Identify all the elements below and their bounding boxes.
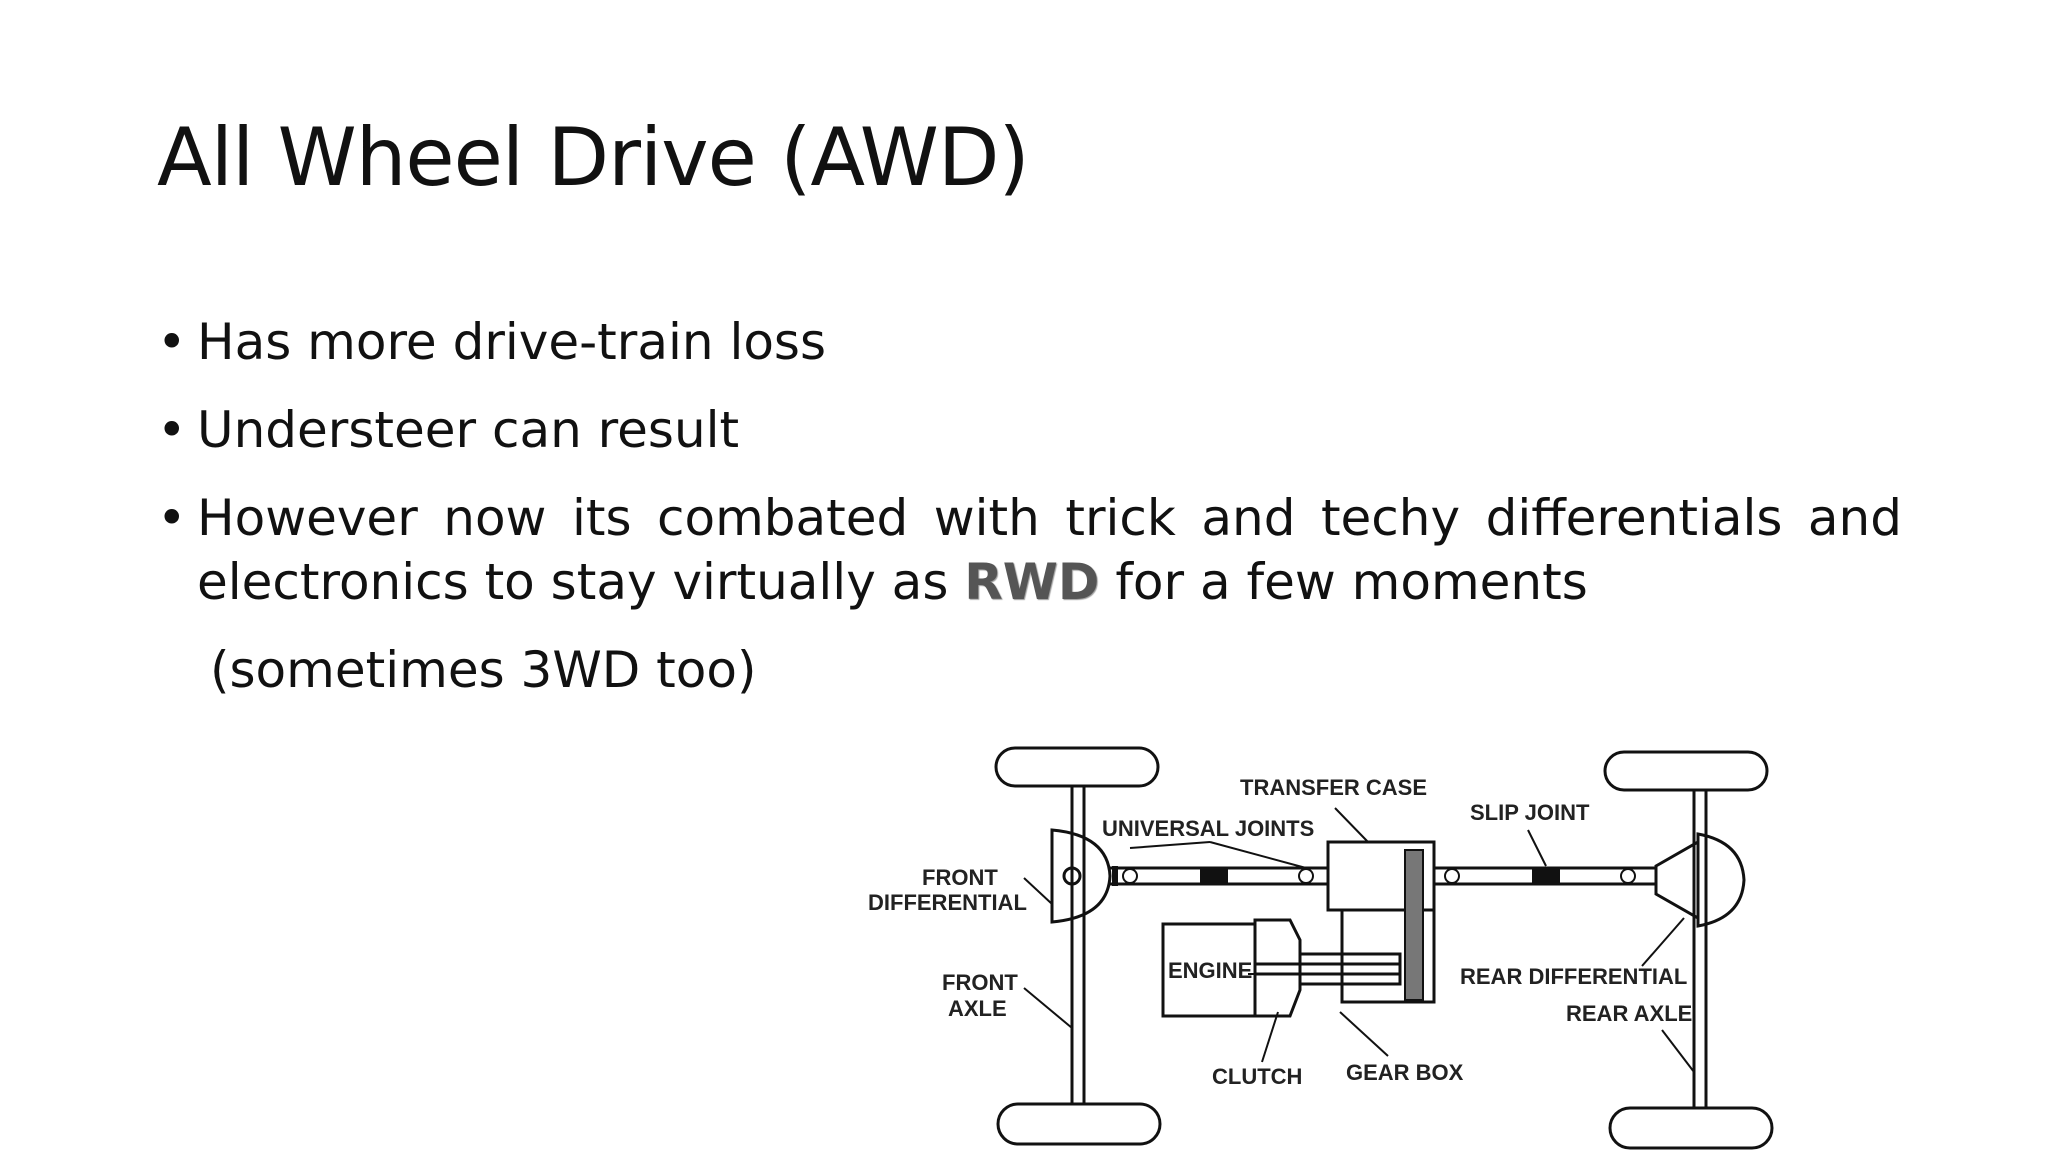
gearbox	[1298, 952, 1402, 986]
label-universal-joints: UNIVERSAL JOINTS	[1102, 816, 1314, 841]
label-rear-axle: REAR AXLE	[1566, 1001, 1692, 1026]
bullet-dot: •	[157, 401, 187, 459]
bullet-text-end: for a few moments	[1099, 553, 1588, 611]
label-gear-box: GEAR BOX	[1346, 1060, 1464, 1085]
leader-line	[1023, 987, 1073, 1029]
rear-differential-housing	[1654, 839, 1700, 921]
bullet-dot: •	[157, 313, 187, 371]
transfer-case-lower	[1340, 908, 1436, 1004]
rear-left-wheel	[1603, 750, 1769, 792]
front-joint-block	[1112, 866, 1118, 886]
bullet-item: • Has more drive-train loss	[157, 310, 1902, 374]
clutch-housing	[1253, 918, 1302, 1018]
label-front-differential-1: FRONT	[922, 865, 998, 890]
front-left-wheel	[994, 746, 1160, 788]
leader-line	[1209, 841, 1307, 869]
highlight-rwd: RWD	[964, 553, 1100, 611]
label-transfer-case: TRANSFER CASE	[1240, 775, 1427, 800]
universal-joint-mark	[1444, 868, 1460, 884]
bullet-text: Has more drive-train loss	[197, 313, 827, 371]
leader-line	[1261, 1011, 1279, 1063]
label-slip-joint: SLIP JOINT	[1470, 800, 1590, 825]
leader-line	[1334, 807, 1369, 843]
slip-joint-block	[1532, 868, 1560, 884]
leader-line	[1023, 877, 1053, 905]
front-diff-pinion	[1062, 866, 1082, 886]
label-clutch: CLUTCH	[1212, 1064, 1302, 1089]
transfer-chain	[1404, 849, 1424, 1001]
label-front-axle-1: FRONT	[942, 970, 1018, 995]
note-text: (sometimes 3WD too)	[210, 641, 757, 699]
rear-right-wheel	[1608, 1106, 1774, 1150]
universal-joint-mark	[1122, 868, 1138, 884]
front-differential	[1050, 828, 1112, 924]
awd-drivetrain-diagram: TRANSFER CASE UNIVERSAL JOINTS SLIP JOIN…	[868, 746, 1774, 1150]
rear-differential-outline	[1696, 832, 1746, 928]
bullet-item: • Understeer can result	[157, 398, 1902, 462]
label-rear-differential: REAR DIFFERENTIAL	[1460, 964, 1687, 989]
label-engine: ENGINE	[1168, 958, 1252, 983]
leader-line	[1339, 1011, 1389, 1057]
universal-joint-mark	[1298, 868, 1314, 884]
label-front-differential-2: DIFFERENTIAL	[868, 890, 1027, 915]
bullet-text-start: However now its combated with trick and …	[197, 489, 1902, 611]
universal-joint-mark	[1620, 868, 1636, 884]
bullet-item: • However now its combated with trick an…	[157, 486, 1902, 614]
front-right-wheel	[996, 1102, 1162, 1146]
bullet-text: Understeer can result	[197, 401, 740, 459]
leader-line	[1661, 1029, 1695, 1073]
bullet-dot: •	[157, 489, 187, 547]
universal-joint-block	[1200, 868, 1228, 884]
label-front-axle-2: AXLE	[948, 996, 1007, 1021]
leader-line	[1129, 841, 1211, 849]
leader-line	[1527, 829, 1547, 867]
leader-line	[1641, 917, 1685, 967]
bullet-list: • Has more drive-train loss • Understeer…	[157, 310, 1902, 638]
slide-title: All Wheel Drive (AWD)	[157, 111, 1030, 204]
